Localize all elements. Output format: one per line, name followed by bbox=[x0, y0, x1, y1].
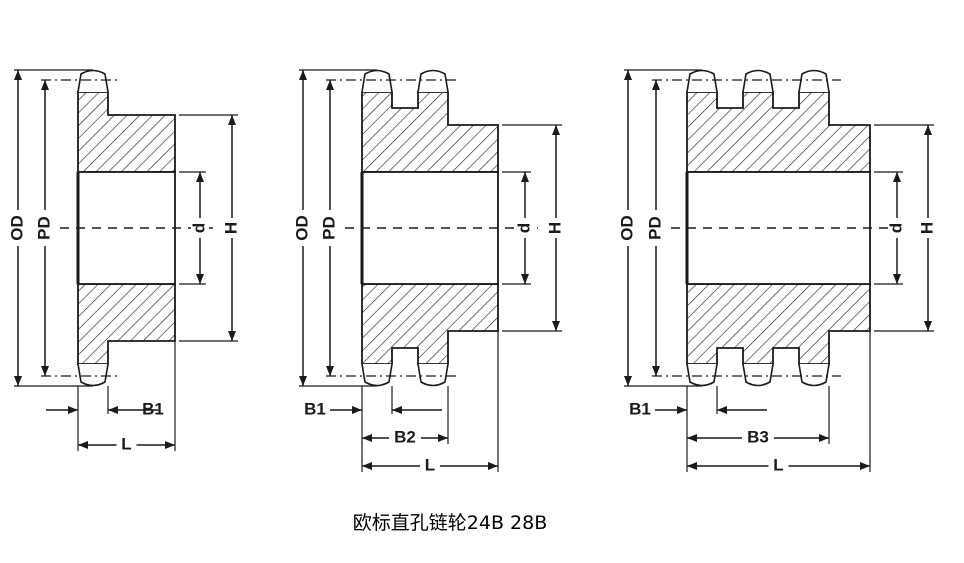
tooth bbox=[417, 363, 449, 387]
b-label: B2 bbox=[394, 427, 416, 446]
label-bg bbox=[516, 218, 534, 238]
tooth bbox=[742, 363, 774, 387]
label-bg bbox=[36, 210, 54, 246]
label-bg bbox=[547, 218, 565, 238]
tooth bbox=[798, 363, 830, 387]
pd-label: PD bbox=[34, 216, 53, 240]
hatched-section bbox=[361, 91, 499, 173]
pd-label: PD bbox=[319, 216, 338, 240]
sprocket-simplex: OD PD d H B1L bbox=[7, 69, 241, 454]
label-bg bbox=[223, 218, 241, 238]
tooth bbox=[361, 69, 393, 93]
hatched-section bbox=[361, 283, 499, 365]
od-label: OD bbox=[617, 215, 636, 241]
hatched-section bbox=[77, 91, 176, 173]
hatched-section bbox=[77, 283, 176, 365]
label-bg bbox=[919, 218, 937, 238]
l-label: L bbox=[121, 434, 131, 453]
caption-text: 欧标直孔链轮24B 28B bbox=[352, 512, 548, 534]
d-label: d bbox=[886, 223, 905, 233]
h-label: H bbox=[221, 222, 240, 234]
label-bg bbox=[742, 429, 774, 447]
tooth bbox=[77, 363, 109, 387]
tooth bbox=[686, 363, 718, 387]
pd-label: PD bbox=[645, 216, 664, 240]
od-label: OD bbox=[7, 215, 26, 241]
bore bbox=[686, 171, 871, 285]
l-label: L bbox=[425, 455, 435, 474]
label-bg bbox=[389, 429, 421, 447]
label-bg bbox=[9, 210, 27, 246]
b-label: B3 bbox=[747, 427, 769, 446]
label-bg bbox=[619, 210, 637, 246]
hatched-section bbox=[686, 91, 871, 173]
caption: 欧标直孔链轮24B 28B bbox=[0, 508, 964, 535]
label-bg bbox=[116, 436, 137, 454]
tooth bbox=[798, 69, 830, 93]
tooth bbox=[742, 69, 774, 93]
label-bg bbox=[768, 457, 789, 475]
hatched-section bbox=[686, 283, 871, 365]
d-label: d bbox=[514, 223, 533, 233]
tooth bbox=[361, 363, 393, 387]
label-bg bbox=[294, 210, 312, 246]
tooth bbox=[77, 69, 109, 93]
label-bg bbox=[888, 218, 906, 238]
d-label: d bbox=[189, 223, 208, 233]
l-label: L bbox=[773, 455, 783, 474]
h-label: H bbox=[545, 222, 564, 234]
b1-label: B1 bbox=[304, 399, 326, 418]
h-label: H bbox=[917, 222, 936, 234]
tooth bbox=[417, 69, 449, 93]
b1-label: B1 bbox=[629, 399, 651, 418]
label-bg bbox=[191, 218, 209, 238]
label-bg bbox=[321, 210, 339, 246]
label-bg bbox=[647, 210, 665, 246]
tooth bbox=[686, 69, 718, 93]
label-bg bbox=[420, 457, 440, 475]
od-label: OD bbox=[292, 215, 311, 241]
b1-label: B1 bbox=[142, 399, 164, 418]
